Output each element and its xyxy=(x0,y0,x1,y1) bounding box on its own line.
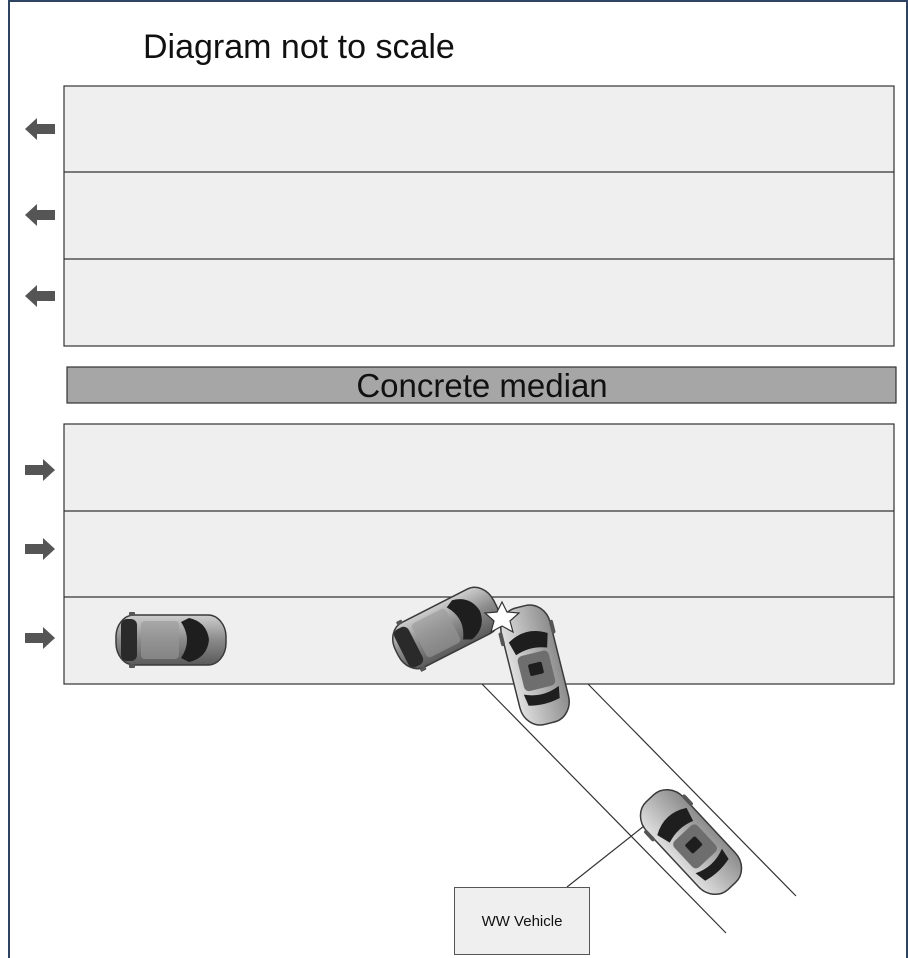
concrete-median xyxy=(66,366,897,404)
right-arrow-icon xyxy=(25,459,55,481)
left-arrow-icon xyxy=(25,204,55,226)
callout-leader xyxy=(566,825,645,888)
wrong-way-vehicle xyxy=(628,778,754,906)
westbound-lanes xyxy=(63,85,895,347)
eastbound-car xyxy=(115,611,227,669)
left-arrow-icon xyxy=(25,285,55,307)
impact-star-icon xyxy=(483,600,521,634)
median-label: Concrete median xyxy=(356,367,608,404)
eastbound-lanes xyxy=(63,423,895,685)
ww-vehicle-callout: WW Vehicle xyxy=(454,887,590,955)
exit-ramp xyxy=(481,683,797,934)
right-arrow-icon xyxy=(25,627,55,649)
left-arrow-icon xyxy=(25,118,55,140)
right-arrow-icon xyxy=(25,538,55,560)
diagram-title: Diagram not to scale xyxy=(143,28,455,66)
diagram-frame xyxy=(8,0,908,958)
